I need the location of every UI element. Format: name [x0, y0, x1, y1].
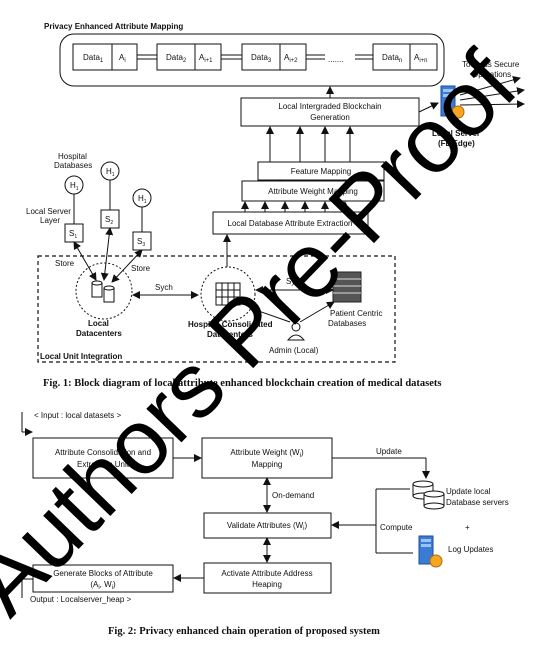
svg-text:Ai+n: Ai+n [414, 53, 428, 64]
weight-mapping-box [201, 437, 333, 479]
hospital-node-3: H1 [132, 188, 152, 208]
hospital-building-icon [215, 282, 241, 306]
generate-label-2: (Ai, Wi) [90, 580, 116, 591]
consolidation-label-1: Attribute Consolidation and [55, 448, 151, 457]
activate-heaping-box [203, 562, 332, 594]
chain-container [59, 33, 445, 87]
svg-text:S2: S2 [105, 215, 113, 226]
local-server-label-1: Local Server [432, 129, 480, 138]
svg-text:S3: S3 [137, 237, 145, 248]
svg-text:H1: H1 [106, 167, 115, 178]
chain-block-3: Data3 Ai+2 [241, 43, 307, 71]
patient-database-icon [332, 271, 362, 303]
arrow-admin-to-patient [299, 301, 335, 323]
local-datacenters-label-1: Local [88, 319, 109, 328]
on-demand-label: On-demand [272, 491, 314, 500]
update-db-label-2: Database servers [446, 498, 509, 507]
local-unit-integration-box [37, 255, 396, 363]
admin-label: Admin (Local) [269, 346, 319, 355]
generate-label-1: Generate Blocks of Attribute [53, 569, 153, 578]
hospital-node-1: H1 [64, 175, 84, 195]
weight-mapping-label-1: Attribute Weight (Wi) [230, 448, 304, 459]
hospital-node-2: H1 [100, 161, 120, 181]
plus-label: + [465, 523, 470, 532]
hospital-server-links [73, 180, 143, 232]
patient-centric-label-2: Databases [328, 319, 366, 328]
feature-mapping-label: Feature Mapping [291, 167, 351, 176]
svg-text:Ai: Ai [119, 53, 126, 64]
hospital-db-label-1: Hospital [58, 152, 87, 161]
blockchain-label-1: Local Intergraded Blockchain [278, 102, 381, 111]
database-cylinders-icon [91, 280, 115, 303]
log-updates-label: Log Updates [448, 545, 493, 554]
weight-mapping-label-2: Mapping [252, 460, 283, 469]
sych-label-2: Sych [286, 277, 304, 286]
arrows-into-blockchain [266, 126, 354, 162]
svg-text:Ai+2: Ai+2 [284, 53, 298, 64]
svg-text:Data3: Data3 [251, 53, 272, 64]
consolidation-unit-box [32, 437, 174, 479]
towards-label-1: Towards Secure [462, 60, 520, 69]
validate-attributes-box [203, 512, 332, 539]
towards-arrows [459, 76, 525, 109]
chain-links [137, 54, 373, 60]
hospital-db-label-2: Databases [54, 161, 92, 170]
output-label: Output : Localserver_heap > [30, 595, 132, 604]
chain-block-2: Data2 Ai+1 [156, 43, 222, 71]
update-db-label-1: Update local [446, 487, 491, 496]
hospital-consolidated-label-1: Hospital Consolidated [188, 320, 273, 329]
arrows-into-weight [241, 201, 349, 212]
input-label: < Input : local datasets > [34, 411, 121, 420]
feature-mapping-box [257, 161, 385, 181]
server-node-3: S3 [132, 231, 152, 251]
validate-label: Validate Attributes (Wi) [227, 521, 308, 532]
chain-block-1: Data1 Ai [72, 43, 138, 71]
towards-label-2: Operations [472, 70, 511, 79]
attribute-weight-mapping-box [241, 180, 385, 202]
fig1-title: Privacy Enhanced Attribute Mapping [44, 22, 183, 31]
blockchain-label-2: Generation [310, 113, 350, 122]
chain-ellipsis: ....... [328, 55, 344, 64]
consolidation-label-2: Extraction Unit [77, 460, 130, 469]
server-to-datacenter-arrows [73, 227, 143, 283]
hospital-consolidated-label-2: Datacenters [207, 330, 253, 339]
svg-text:S1: S1 [69, 229, 77, 240]
activate-label-2: Heaping [252, 580, 282, 589]
svg-text:Datan: Datan [382, 53, 402, 64]
fig1-caption: Fig. 1: Block diagram of local attribute… [43, 378, 442, 389]
store-label-2: Store [131, 264, 151, 273]
attribute-weight-mapping-label: Attribute Weight Mapping [268, 187, 358, 196]
svg-text:Data2: Data2 [166, 53, 187, 64]
server-tower-icon [440, 85, 465, 119]
sych-label-1: Sych [155, 283, 173, 292]
local-server-layer-label-1: Local Server [26, 207, 71, 216]
compute-label: Compute [380, 523, 413, 532]
local-server-layer-label-2: Layer [40, 216, 60, 225]
svg-text:H1: H1 [138, 194, 147, 205]
store-label-1: Store [55, 259, 75, 268]
local-server-label-2: (FL Edge) [438, 139, 475, 148]
patient-centric-label-1: Patient Centric [330, 309, 382, 318]
update-label: Update [376, 447, 402, 456]
log-server-icon [418, 535, 443, 568]
server-node-1: S1 [64, 223, 84, 243]
svg-text:Data1: Data1 [83, 53, 104, 64]
server-node-2: S2 [100, 209, 120, 229]
svg-text:Ai+1: Ai+1 [199, 53, 213, 64]
chain-block-n: Datan Ai+n [372, 43, 438, 71]
local-unit-integration-label: Local Unit Integration [40, 352, 122, 361]
fig2-caption: Fig. 2: Privacy enhanced chain operation… [108, 626, 380, 637]
activate-label-1: Activate Attribute Address [221, 569, 312, 578]
svg-text:H1: H1 [70, 181, 79, 192]
arrow-blockchain-to-server [418, 102, 439, 113]
arrow-admin-to-hospital [249, 306, 291, 323]
database-servers-icon [412, 480, 445, 510]
admin-user-icon [286, 322, 306, 341]
extraction-label: Local Database Attribute Extraction [228, 219, 353, 228]
local-datacenters-label-2: Datacenters [76, 329, 122, 338]
extraction-box [212, 211, 369, 235]
